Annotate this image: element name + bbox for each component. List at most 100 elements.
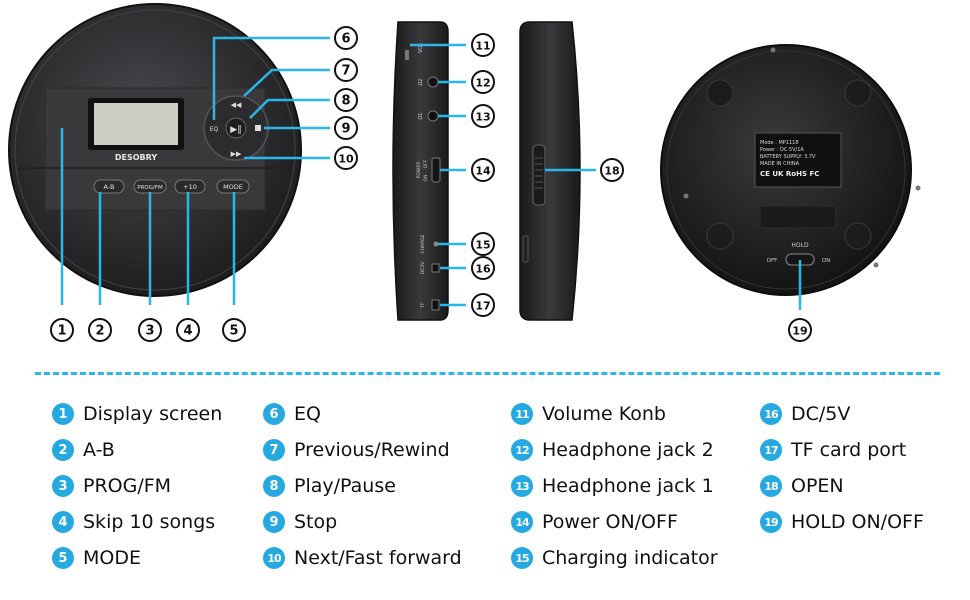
diagram-svg: DESOBRY ▶‖ ◀◀ ▶▶ EQ A-B PROG/FM +10 MODE <box>8 3 921 342</box>
callout-circle-6 <box>334 26 358 50</box>
callout-circle-16 <box>471 256 495 280</box>
next-icon: ▶▶ <box>231 150 242 158</box>
legend-number-badge: 5 <box>52 547 74 569</box>
open-slider[interactable] <box>532 144 546 206</box>
callout-line-6 <box>212 36 330 120</box>
callout-line-8 <box>249 98 330 119</box>
legend-number-badge: 2 <box>52 439 74 461</box>
legend-number-badge: 3 <box>52 475 74 497</box>
callout-number-3: 3 <box>145 324 154 339</box>
legend-label: Charging indicator <box>542 547 718 569</box>
grille <box>759 205 837 229</box>
legend-item-14: 14 Power ON/OFF <box>511 504 718 540</box>
callout-number-2: 2 <box>95 324 104 339</box>
skip-10-button-label: +10 <box>183 183 197 191</box>
legend-number-badge: 15 <box>511 547 533 569</box>
tf-card-port[interactable] <box>431 299 440 311</box>
prog-fm-button-label: PROG/FM <box>137 185 163 191</box>
legend-label: Display screen <box>83 403 223 425</box>
rating-line-1: Mode : MP1118 <box>760 140 799 146</box>
legend-label: Headphone jack 1 <box>542 475 714 497</box>
stop-icon <box>255 125 261 131</box>
power-switch-off: OFF <box>423 159 429 168</box>
legend-label: Play/Pause <box>294 475 396 497</box>
jack-2-label: Ω2 <box>418 78 424 85</box>
legend-item-12: 12 Headphone jack 2 <box>511 432 718 468</box>
legend-number-badge: 14 <box>511 511 533 533</box>
product-diagram: DESOBRY ▶‖ ◀◀ ▶▶ EQ A-B PROG/FM +10 MODE <box>8 3 921 342</box>
play-pause-button[interactable] <box>225 117 247 139</box>
skip-10-button[interactable] <box>174 179 206 194</box>
legend-label: Next/Fast forward <box>294 547 462 569</box>
callout-circle-18 <box>600 158 624 182</box>
ab-button-label: A-B <box>104 183 115 191</box>
callout-circle-10 <box>334 146 358 170</box>
callout-circle-15 <box>471 232 495 256</box>
legend-number-badge: 18 <box>760 475 782 497</box>
dc-label: DC5V <box>420 261 426 274</box>
callout-circle-19 <box>788 318 812 342</box>
headphone-jack-2[interactable] <box>427 76 439 88</box>
callout-circle-12 <box>471 70 495 94</box>
charge-label: CHARGE <box>420 234 426 253</box>
legend-label: DC/5V <box>791 403 851 425</box>
legend-label: Volume Konb <box>542 403 666 425</box>
legend-number-badge: 7 <box>263 439 285 461</box>
legend-number-badge: 4 <box>52 511 74 533</box>
callout-circle-5 <box>222 318 246 342</box>
rating-label <box>754 132 842 188</box>
legend-item-1: 1 Display screen <box>52 396 222 432</box>
legend-number-badge: 1 <box>52 403 74 425</box>
legend-number-badge: 6 <box>263 403 285 425</box>
legend-label: EQ <box>294 403 321 425</box>
callout-number-5: 5 <box>229 324 238 339</box>
callout-circle-14 <box>471 158 495 182</box>
power-switch-title: POWER <box>416 162 422 179</box>
foot-3 <box>706 222 734 250</box>
hold-on: ON <box>822 258 830 264</box>
callout-line-7 <box>243 68 330 97</box>
rating-line-2: Power : DC 5V/1A <box>760 147 804 153</box>
foot-2 <box>844 79 872 107</box>
callout-circle-1 <box>50 318 74 342</box>
display-screen <box>94 103 178 145</box>
legend-label: Skip 10 songs <box>83 511 216 533</box>
rating-line-3: BATTERY SUPPLY: 3.7V <box>760 154 816 160</box>
legend-number-badge: 9 <box>263 511 285 533</box>
rating-line-4: MADE IN CHINA <box>760 161 800 167</box>
callout-number-18: 18 <box>604 165 619 178</box>
callout-number-9: 9 <box>341 122 350 137</box>
hold-title: HOLD <box>791 242 809 249</box>
play-pause-icon: ▶‖ <box>230 125 241 135</box>
legend-item-4: 4 Skip 10 songs <box>52 504 222 540</box>
callout-number-19: 19 <box>792 325 807 338</box>
callout-number-10: 10 <box>338 153 354 166</box>
power-switch[interactable] <box>431 157 441 183</box>
dc-port[interactable] <box>431 263 440 273</box>
callout-circle-8 <box>334 88 358 112</box>
legend-number-badge: 12 <box>511 439 533 461</box>
legend-item-16: 16 DC/5V <box>760 396 924 432</box>
callout-number-4: 4 <box>183 324 192 339</box>
power-switch-on: ON <box>423 175 429 182</box>
legend-label: Power ON/OFF <box>542 511 678 533</box>
legend-number-badge: 16 <box>760 403 782 425</box>
legend-item-15: 15 Charging indicator <box>511 540 718 576</box>
legend-label: A-B <box>83 439 115 461</box>
callout-circle-7 <box>334 58 358 82</box>
foot-1 <box>706 79 734 107</box>
legend-label: Headphone jack 2 <box>542 439 714 461</box>
legend-number-badge: 19 <box>760 511 782 533</box>
ab-button[interactable] <box>93 179 125 194</box>
eq-icon: EQ <box>210 126 219 133</box>
legend-item-2: 2 A-B <box>52 432 222 468</box>
headphone-jack-1[interactable] <box>427 110 439 122</box>
